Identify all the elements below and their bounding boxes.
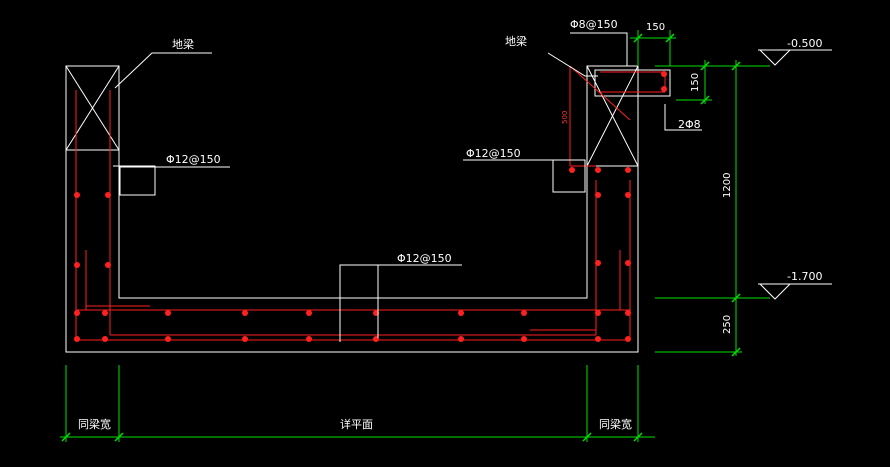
rebar-label-left-wall: Φ12@150 xyxy=(166,153,221,166)
dim-1200-label: 1200 xyxy=(722,173,733,198)
stirrup-label: Φ8@150 xyxy=(570,18,618,31)
rebar-dot xyxy=(105,192,111,198)
rebar-label-right-wall: Φ12@150 xyxy=(466,147,521,160)
rebar-dot xyxy=(242,310,248,316)
rebar-dot xyxy=(74,192,80,198)
beam-box-left xyxy=(65,65,120,151)
elevation-top-label: -0.500 xyxy=(787,37,822,50)
rebar-dot xyxy=(105,262,111,268)
rebar-dot xyxy=(458,336,464,342)
rebar-dot xyxy=(595,310,601,316)
bars-2phi8-label: 2Φ8 xyxy=(678,118,701,131)
rebar-dot xyxy=(661,71,667,77)
dim-250-label: 250 xyxy=(722,315,733,334)
rebar-dot xyxy=(569,167,575,173)
width-label-right: 同梁宽 xyxy=(599,417,632,431)
dim-500-label: 500 xyxy=(561,111,569,124)
rebar-dot xyxy=(595,336,601,342)
dim-150-side-label: 150 xyxy=(690,73,701,92)
dimension-ticks xyxy=(61,33,741,442)
width-label-mid: 详平面 xyxy=(340,417,373,431)
rebar-dot xyxy=(74,336,80,342)
rebar-dot xyxy=(625,260,631,266)
rebar-dot xyxy=(74,310,80,316)
beam-label-left: 地梁 xyxy=(172,37,194,51)
rebar-dots xyxy=(74,71,667,342)
leaders xyxy=(113,32,702,342)
rebar xyxy=(75,65,666,341)
rebar-dot xyxy=(74,262,80,268)
rebar-dot xyxy=(458,310,464,316)
dim-150-top-label: 150 xyxy=(646,22,665,33)
rebar-dot xyxy=(102,310,108,316)
dimensions xyxy=(60,30,770,442)
rebar-dot xyxy=(625,310,631,316)
pit-outline xyxy=(65,65,639,353)
beam-box-right xyxy=(586,65,639,167)
rebar-dot xyxy=(595,167,601,173)
rebar-dot xyxy=(661,86,667,92)
rebar-dot xyxy=(165,336,171,342)
rebar-label-bottom: Φ12@150 xyxy=(397,252,452,265)
rebar-dot xyxy=(165,310,171,316)
rebar-dot xyxy=(521,336,527,342)
rebar-dot xyxy=(625,336,631,342)
rebar-dot xyxy=(595,192,601,198)
concrete-outline xyxy=(65,65,671,353)
elevation-markers xyxy=(758,49,832,300)
rebar-dot xyxy=(625,192,631,198)
rebar-dot xyxy=(242,336,248,342)
rebar-dot xyxy=(102,336,108,342)
rebar-dot xyxy=(625,167,631,173)
rebar-dot xyxy=(595,260,601,266)
rebar-dot xyxy=(306,336,312,342)
rebar-dot xyxy=(521,310,527,316)
rebar-dot xyxy=(306,310,312,316)
elevation-bottom-label: -1.700 xyxy=(787,270,822,283)
width-label-left: 同梁宽 xyxy=(78,417,111,431)
beam-label-right: 地梁 xyxy=(505,34,527,48)
